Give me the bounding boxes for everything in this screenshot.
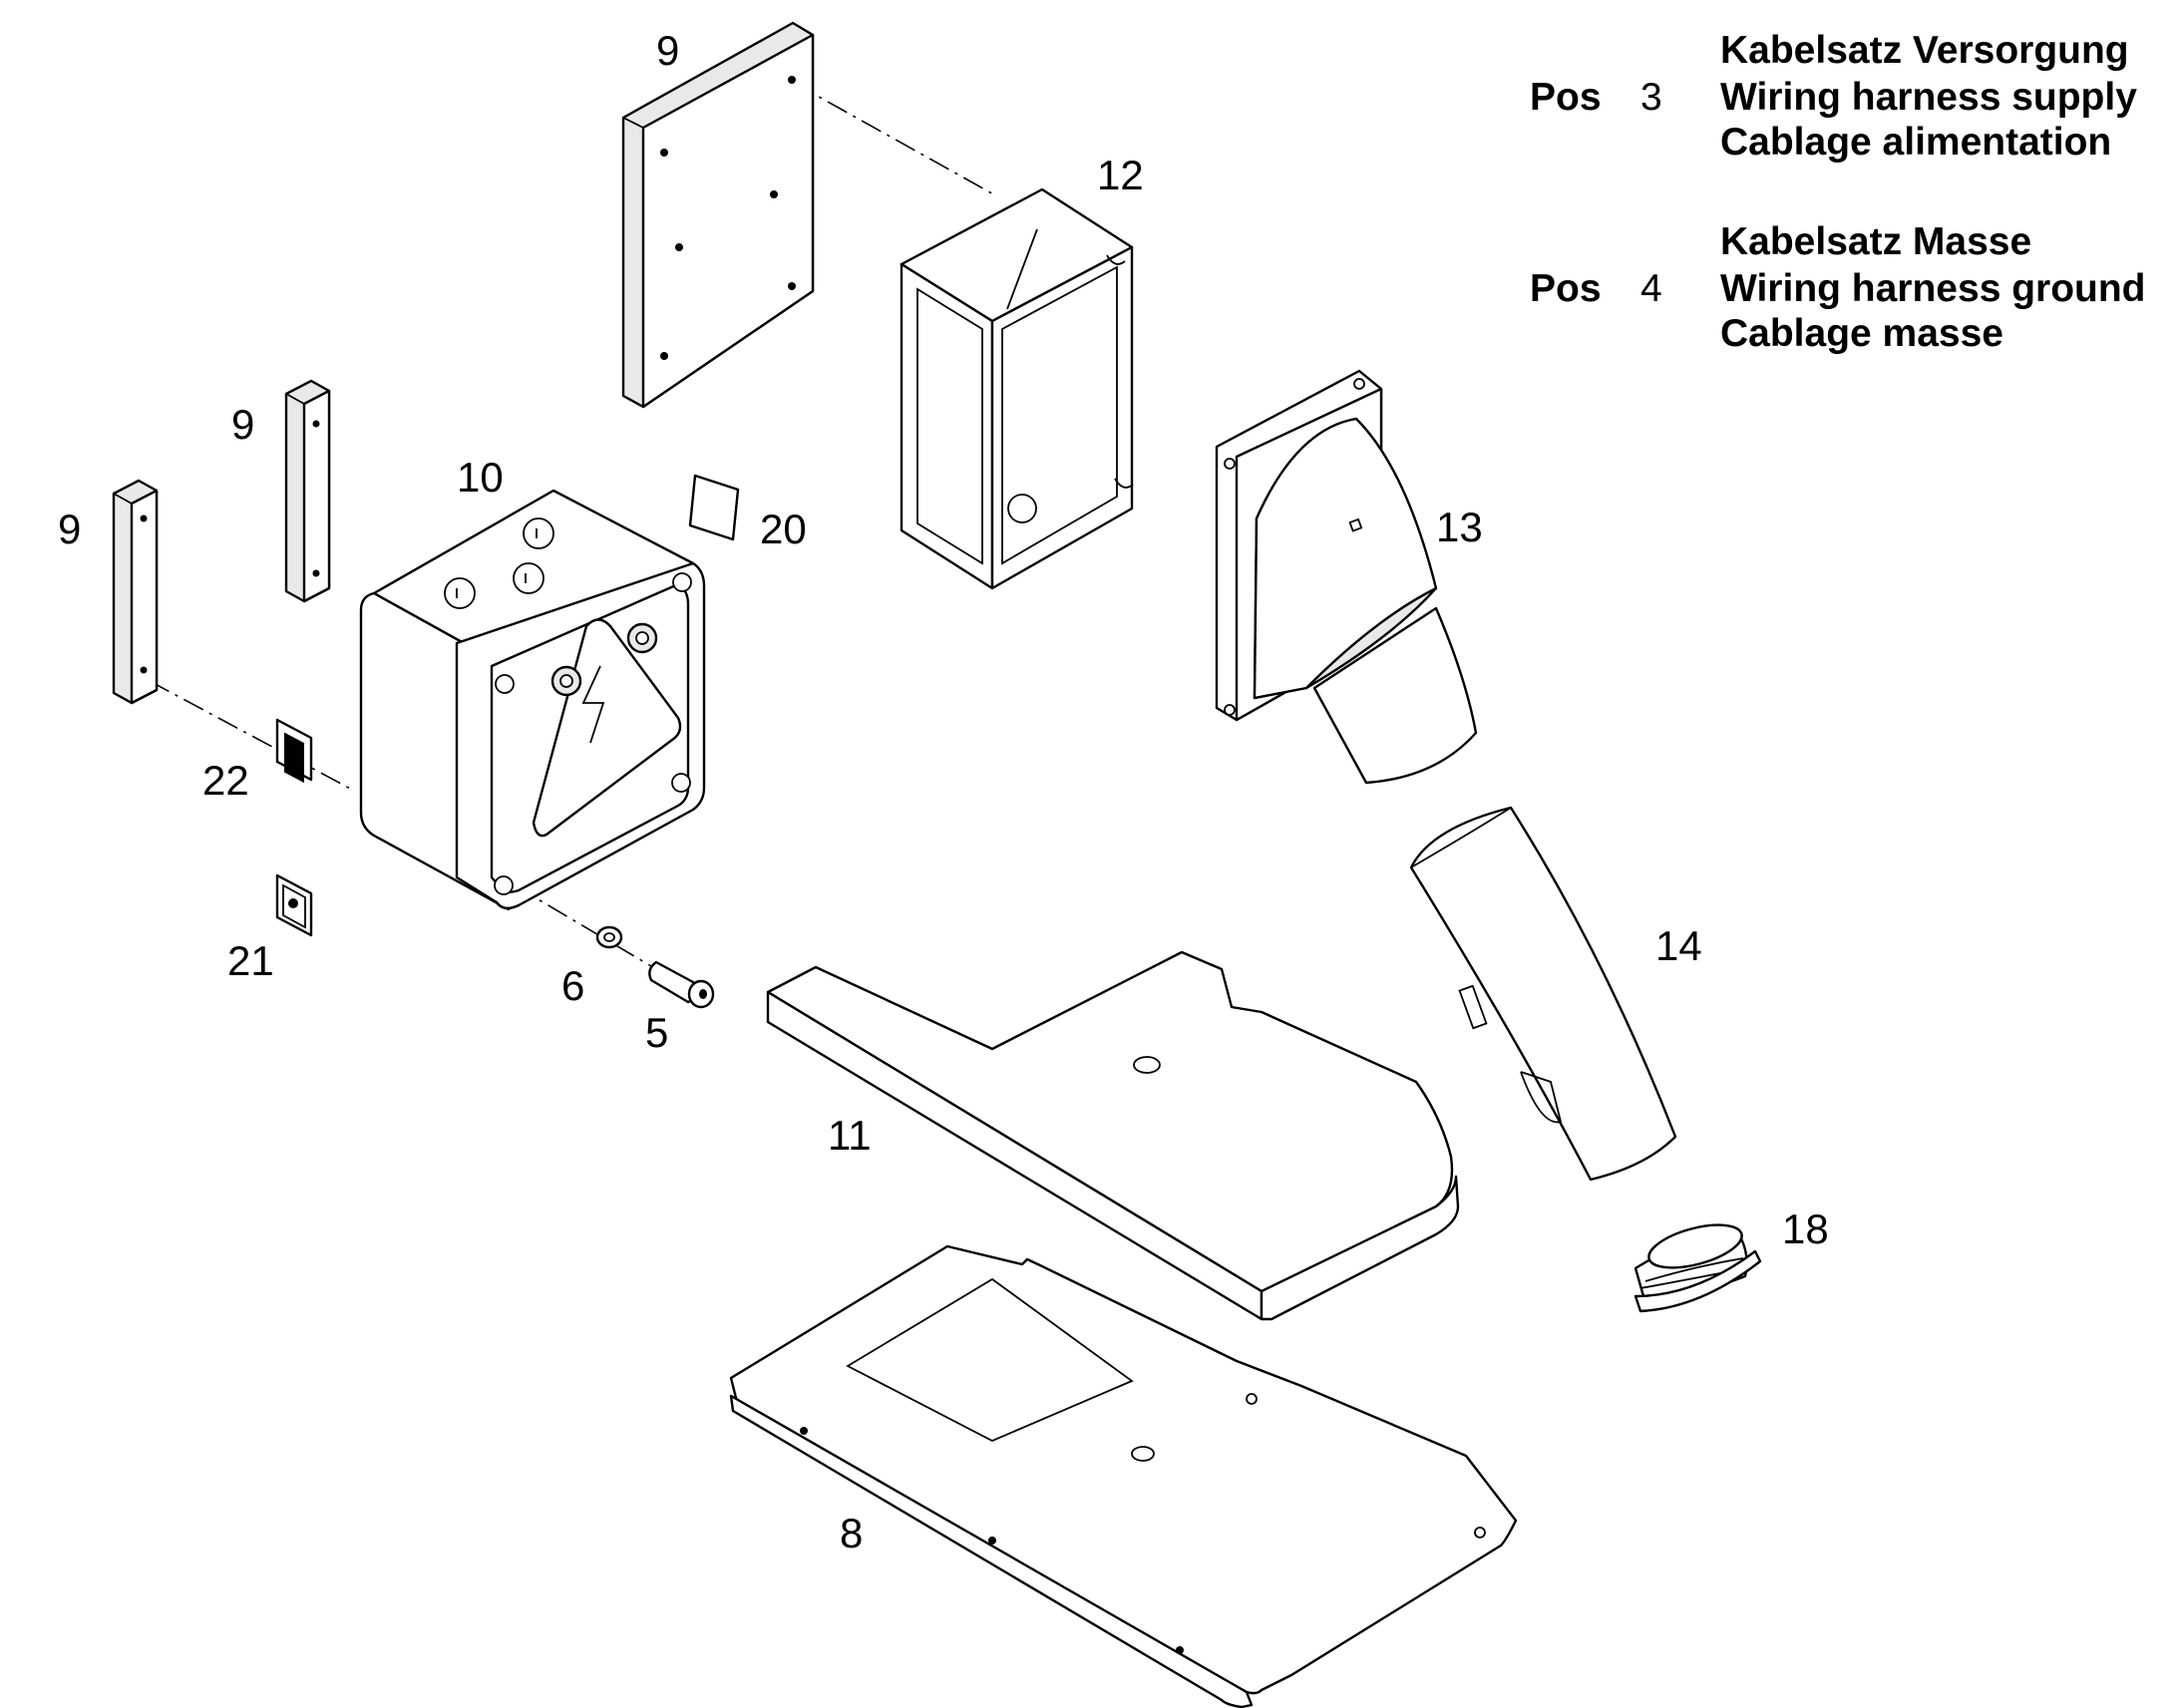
callout-8: 8 (840, 1510, 863, 1556)
part-6-washer (595, 925, 623, 949)
part-9-bar-left (112, 479, 159, 705)
legend-pos4-number: 4 (1640, 267, 1662, 310)
legend-pos4-line3: Cablage masse (1720, 312, 2003, 355)
part-13-wall-socket (1215, 369, 1478, 785)
callout-9-plate: 9 (656, 27, 679, 74)
legend-pos3-line2: Wiring harness supply (1720, 76, 2137, 119)
callout-6: 6 (561, 962, 584, 1009)
legend-pos4-label: Pos (1530, 267, 1602, 310)
callout-20: 20 (760, 506, 807, 552)
callout-numbers: 9 12 9 10 20 13 9 22 14 21 6 5 11 18 8 (58, 27, 1829, 1556)
part-22-label (275, 718, 313, 784)
part-9-bar-middle (284, 379, 331, 603)
part-9-plate (621, 21, 815, 409)
callout-11: 11 (828, 1112, 872, 1159)
callout-14: 14 (1655, 922, 1702, 969)
callout-10: 10 (457, 454, 504, 501)
legend: Kabelsatz Versorgung Pos 3 Wiring harnes… (1530, 29, 2146, 355)
part-11-base-bracket (766, 950, 1460, 1321)
legend-pos4-line1: Kabelsatz Masse (1720, 220, 2031, 263)
part-12-frame (900, 187, 1134, 590)
callout-22: 22 (202, 757, 249, 804)
part-21-label (275, 873, 313, 937)
callout-18: 18 (1782, 1205, 1829, 1252)
legend-pos3-number: 3 (1640, 76, 1662, 119)
legend-pos4-line2: Wiring harness ground (1720, 267, 2146, 310)
part-20-square (688, 474, 740, 541)
callout-5: 5 (645, 1009, 668, 1056)
part-5-screw (648, 960, 715, 1009)
callout-21: 21 (227, 937, 274, 984)
callout-13: 13 (1436, 504, 1483, 550)
callout-9-middle: 9 (231, 401, 254, 448)
part-8-bottom-plate (729, 1244, 1518, 1708)
part-10-electrical-box (359, 489, 706, 911)
callout-12: 12 (1097, 152, 1144, 198)
legend-pos3-line3: Cablage alimentation (1720, 121, 2111, 164)
legend-pos3-line1: Kabelsatz Versorgung (1720, 29, 2129, 72)
part-18-plug-insert (1634, 1223, 1762, 1313)
part-14-cover-sleeve (1409, 806, 1677, 1182)
callout-9-left: 9 (58, 506, 81, 552)
legend-pos3-label: Pos (1530, 76, 1602, 119)
